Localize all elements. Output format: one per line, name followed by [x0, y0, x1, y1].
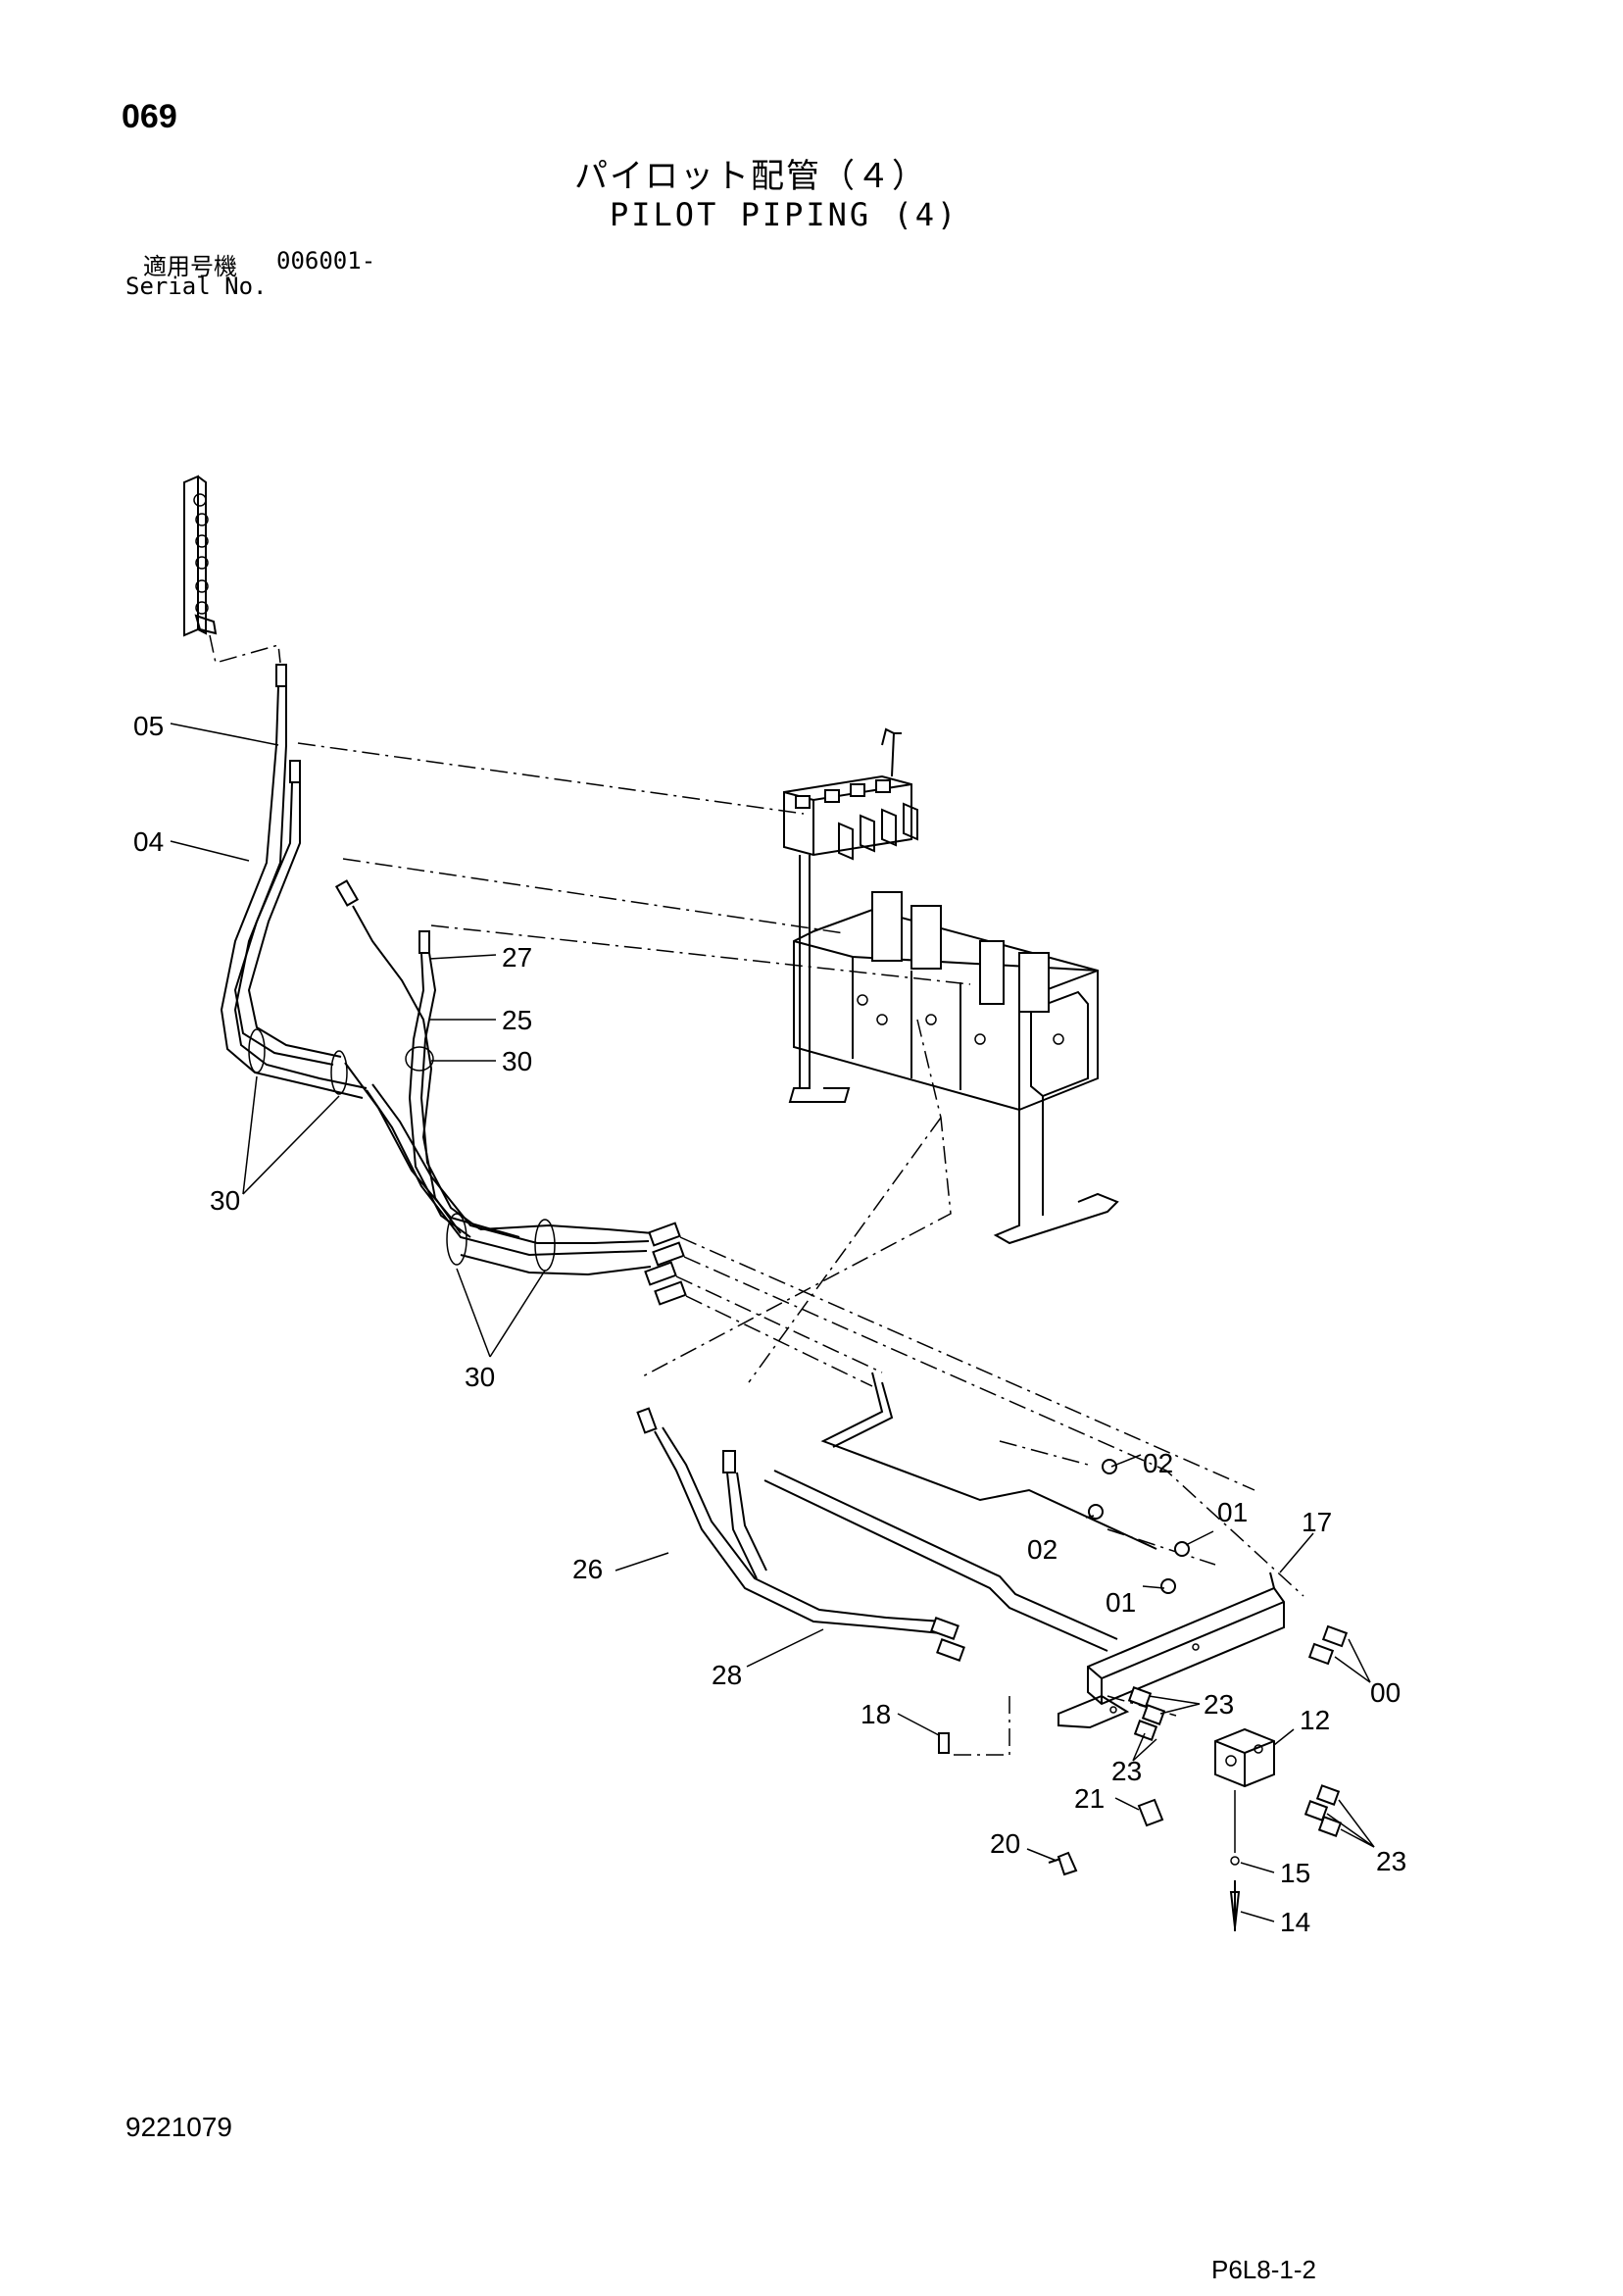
bracket-17 [1057, 1572, 1285, 1729]
top-manifold-block [183, 474, 281, 664]
callout-02-a: 02 [1143, 1448, 1173, 1478]
control-valve-assembly [783, 727, 1119, 1245]
hose-04-05 [220, 664, 650, 1257]
page-number: 069 [122, 98, 177, 135]
callout-05: 05 [133, 711, 164, 741]
callout-23-b: 23 [1111, 1756, 1142, 1786]
serial-label-english: Serial No. [125, 273, 268, 300]
serial-label-japanese: 適用号機 [143, 253, 237, 280]
title-japanese: パイロット配管（４） [574, 157, 927, 196]
callout-30-b: 30 [210, 1185, 240, 1216]
callout-12: 12 [1300, 1705, 1330, 1735]
callout-23-a: 23 [1204, 1689, 1234, 1720]
callout-labels: 05 04 27 25 30 30 30 02 02 01 01 17 00 2… [133, 711, 1406, 1937]
callout-20: 20 [990, 1828, 1020, 1859]
callout-15: 15 [1280, 1858, 1310, 1888]
callout-30-c: 30 [465, 1362, 495, 1392]
callout-02-b: 02 [1027, 1534, 1057, 1565]
callout-18: 18 [861, 1699, 891, 1729]
dashed-routing-lines [297, 742, 1216, 1756]
leader-lines [170, 723, 1375, 1922]
callout-04: 04 [133, 826, 164, 857]
hose-26-28 [636, 1372, 1157, 1662]
callout-28: 28 [712, 1660, 742, 1690]
hose-25-27 [334, 879, 654, 1276]
callout-25: 25 [502, 1005, 532, 1035]
callout-14: 14 [1280, 1907, 1310, 1937]
document-number: 9221079 [125, 2112, 233, 2142]
callout-01-a: 01 [1217, 1497, 1248, 1527]
callout-17: 17 [1302, 1507, 1332, 1537]
hose-fittings-cluster [644, 1222, 1304, 1597]
callout-01-b: 01 [1106, 1587, 1136, 1618]
callout-23-c: 23 [1376, 1846, 1406, 1876]
callout-26: 26 [572, 1554, 603, 1584]
drawing-code: P6L8-1-2 [1211, 2255, 1316, 2284]
callout-21: 21 [1074, 1783, 1105, 1814]
block-12-assembly [938, 1727, 1275, 1931]
callout-27: 27 [502, 942, 532, 973]
title-english: PILOT PIPING (4) [610, 196, 959, 233]
nuts-and-fittings [1088, 1459, 1349, 1666]
serial-value: 006001- [276, 247, 376, 275]
callout-30-a: 30 [502, 1046, 532, 1076]
callout-00: 00 [1370, 1677, 1401, 1708]
